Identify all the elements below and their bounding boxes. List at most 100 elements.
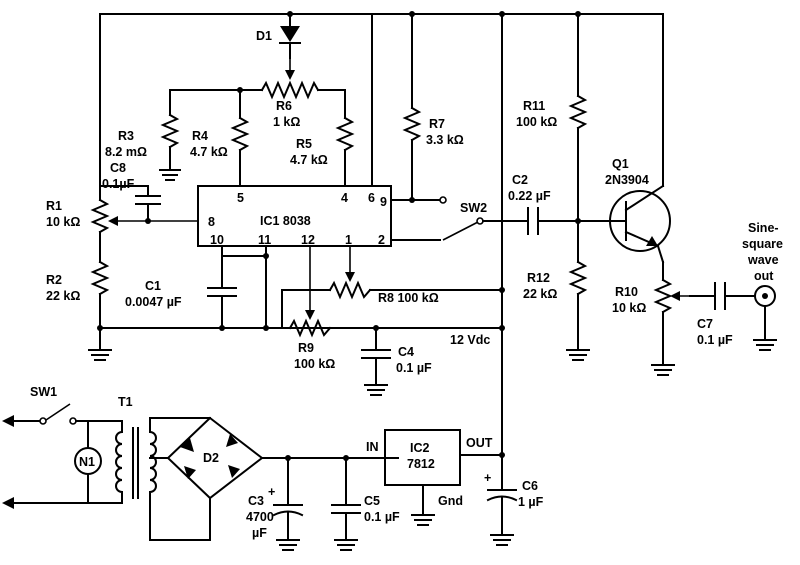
label-c3-value: 4700: [246, 510, 274, 524]
label-output-line2: square: [742, 237, 783, 251]
label-sw2: SW2: [460, 201, 487, 215]
label-out: OUT: [466, 436, 493, 450]
switch-sw1: [2, 403, 123, 509]
label-output-line1: Sine-: [748, 221, 779, 235]
label-r11-value: 100 kΩ: [516, 115, 557, 129]
label-c3-unit: µF: [252, 526, 267, 540]
label-pin9: 9: [380, 195, 387, 209]
label-sw1: SW1: [30, 385, 57, 399]
label-r3: R3: [118, 129, 134, 143]
label-ic1: IC1 8038: [260, 214, 311, 228]
label-q1-value: 2N3904: [605, 173, 649, 187]
label-d1: D1: [256, 29, 272, 43]
label-output-line3: wave: [747, 253, 779, 267]
label-r12-value: 22 kΩ: [523, 287, 557, 301]
label-c7-value: 0.1 µF: [697, 333, 733, 347]
label-r7: R7: [429, 117, 445, 131]
label-d2: D2: [203, 451, 219, 465]
label-c1: C1: [145, 279, 161, 293]
label-r2-value: 22 kΩ: [46, 289, 80, 303]
label-r4: R4: [192, 129, 208, 143]
ground-bus: [99, 325, 505, 331]
label-t1: T1: [118, 395, 133, 409]
label-r10-value: 10 kΩ: [612, 301, 646, 315]
regulator-ic2: [384, 429, 505, 526]
label-r4-value: 4.7 kΩ: [190, 145, 228, 159]
label-r9-value: 100 kΩ: [294, 357, 335, 371]
label-r1: R1: [46, 199, 62, 213]
label-n1: N1: [79, 455, 95, 469]
capacitor-c5: [331, 457, 361, 551]
pin9-wire: [390, 196, 447, 204]
resistor-r12: [566, 260, 590, 361]
label-c7: C7: [697, 317, 713, 331]
label-c3: C3: [248, 494, 264, 508]
diode-d1: [279, 13, 301, 80]
resistor-r11: [568, 13, 588, 263]
label-c2: C2: [512, 173, 528, 187]
label-r6: R6: [276, 99, 292, 113]
potentiometer-r10: [651, 261, 690, 376]
capacitor-c8: [99, 185, 161, 224]
label-r12: R12: [527, 271, 550, 285]
label-c6-value: 1 µF: [518, 495, 544, 509]
label-c3-plus: +: [268, 485, 275, 499]
capacitor-c1: [207, 245, 237, 329]
label-gnd: Gnd: [438, 494, 463, 508]
label-c2-value: 0.22 µF: [508, 189, 551, 203]
capacitor-c6: [486, 454, 518, 546]
label-r7-value: 3.3 kΩ: [426, 133, 464, 147]
label-r10: R10: [615, 285, 638, 299]
label-pin6: 6: [368, 191, 375, 205]
label-c5-value: 0.1 µF: [364, 510, 400, 524]
pin11-wire: [221, 245, 269, 329]
label-ic2: IC2: [410, 441, 430, 455]
label-r11: R11: [523, 99, 545, 113]
bridge-rectifier-d2: [149, 416, 399, 541]
switch-sw2: [390, 217, 529, 241]
potentiometer-r9: [281, 246, 332, 338]
label-c6-plus: +: [484, 471, 491, 485]
label-r6-value: 1 kΩ: [273, 115, 300, 129]
label-c1-value: 0.0047 µF: [125, 295, 182, 309]
output-jack: [753, 285, 777, 351]
label-c8: C8: [110, 161, 126, 175]
capacitor-c7: [689, 282, 756, 310]
neon-lamp-n1: [74, 420, 102, 504]
label-output-line4: out: [754, 269, 774, 283]
label-c4-value: 0.1 µF: [396, 361, 432, 375]
label-r3-value: 8.2 mΩ: [105, 145, 147, 159]
label-r1-value: 10 kΩ: [46, 215, 80, 229]
label-c8-value: 0.1µF: [102, 177, 135, 191]
resistor-r3: [159, 89, 181, 181]
resistor-r4: [230, 89, 250, 187]
label-c4: C4: [398, 345, 414, 359]
label-pin1: 1: [345, 233, 352, 247]
capacitor-c3: [272, 457, 304, 551]
label-pin2: 2: [378, 233, 385, 247]
capacitor-c2: [527, 207, 616, 235]
resistor-r5: [335, 89, 355, 187]
label-in: IN: [366, 440, 379, 454]
label-pin10: 10: [210, 233, 224, 247]
label-q1: Q1: [612, 157, 629, 171]
potentiometer-r6: [169, 80, 346, 100]
transistor-q1: [609, 13, 671, 264]
label-pin8: 8: [208, 215, 215, 229]
label-r2: R2: [46, 273, 62, 287]
label-c6: C6: [522, 479, 538, 493]
label-r5-value: 4.7 kΩ: [290, 153, 328, 167]
potentiometer-r8: [281, 246, 505, 300]
label-pin4: 4: [341, 191, 348, 205]
label-pin5: 5: [237, 191, 244, 205]
resistor-r2: [88, 260, 112, 361]
label-c5: C5: [364, 494, 380, 508]
resistor-r7: [402, 13, 422, 203]
potentiometer-r1: [90, 189, 198, 263]
label-vdc: 12 Vdc: [450, 333, 490, 347]
capacitor-c4: [361, 327, 391, 396]
label-ic2-value: 7812: [407, 457, 435, 471]
ic1-8038: [197, 185, 392, 247]
transformer-t1: [115, 417, 211, 541]
